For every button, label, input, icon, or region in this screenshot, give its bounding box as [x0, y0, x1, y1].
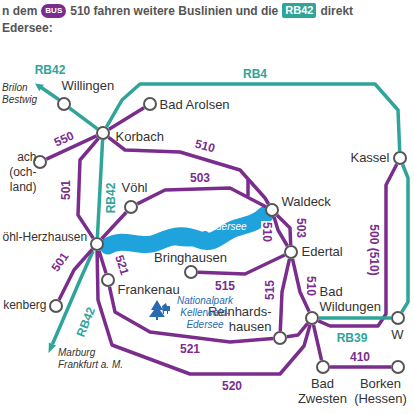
- line-number: RB4: [242, 68, 268, 80]
- station-circle: Reinhards- hausen: [273, 331, 287, 345]
- line-number: 515: [214, 280, 236, 292]
- heading-row: n dem BUS 510 fahren weitere Buslinien und…: [2, 3, 412, 18]
- line-number: 515: [264, 279, 276, 301]
- deer-symbol: [162, 303, 170, 314]
- destination-label: Marburg Frankfurt a. M.: [58, 347, 130, 371]
- station-circle: Willingen: [57, 97, 71, 111]
- bus-line: [97, 251, 310, 374]
- station-name: W: [391, 327, 403, 342]
- line-number: 501: [49, 250, 71, 275]
- line-number: 500 (510): [368, 223, 380, 276]
- line-number: 550: [51, 129, 76, 149]
- station-name: öhl-Herzhausen: [3, 230, 88, 245]
- bus-line: [78, 138, 99, 238]
- station-circle: Korbach: [96, 126, 110, 140]
- station-circle: Bad Zwesten: [316, 360, 330, 374]
- bus-line: [287, 323, 308, 336]
- line-number: 510: [305, 275, 317, 297]
- lake-bay: [150, 236, 205, 244]
- line-number: 520: [221, 380, 243, 392]
- line-number: 501: [60, 179, 72, 201]
- station-circle: Vöhl: [124, 200, 138, 214]
- line-number: RB42: [73, 304, 99, 340]
- line-number: 503: [295, 217, 307, 239]
- bus-line: [99, 251, 106, 274]
- heading-text: direkt: [320, 4, 353, 18]
- station-name: ach (och- land): [3, 150, 37, 195]
- station-name: Waldeck: [282, 194, 331, 209]
- line-number: 521: [179, 343, 201, 355]
- destination-label: Brilon Bestwig: [2, 82, 40, 106]
- station-name: Bad Wildungen: [320, 284, 386, 314]
- station-name: Bad Zwesten: [293, 376, 353, 406]
- bus-line: [314, 325, 322, 360]
- station-circle: ach (och- land): [33, 155, 47, 169]
- station-name: Willingen: [62, 78, 115, 93]
- station-circle: Bad Arolsen: [143, 97, 157, 111]
- station-circle: Bringhausen: [184, 265, 198, 279]
- rail-line: [319, 316, 391, 320]
- station-circle: W: [391, 311, 405, 325]
- station-circle: kenberg: [49, 299, 63, 313]
- station-circle: Bad Wildungen: [305, 311, 319, 325]
- line-badge: RB42: [282, 3, 316, 18]
- rail-line: [402, 165, 408, 313]
- line-number: RB39: [336, 332, 369, 344]
- direction-arrow: [49, 342, 57, 353]
- station-name: Vöhl: [121, 180, 147, 195]
- station-name: kenberg: [3, 298, 46, 313]
- line-number: 410: [349, 351, 371, 363]
- station-circle: Waldeck: [265, 203, 279, 217]
- nationalpark-icon: [149, 300, 170, 320]
- station-circle: Frankenau: [101, 273, 115, 287]
- heading-text: Edersee:: [2, 21, 53, 35]
- line-number: 503: [189, 172, 211, 184]
- line-number: 521: [113, 253, 131, 278]
- bus-line: [280, 259, 289, 331]
- heading-text: n dem: [2, 4, 37, 18]
- rail-line: [107, 84, 400, 151]
- bus-line: [330, 365, 391, 369]
- station-name: Borken (Hessen): [351, 376, 411, 406]
- station-name: Bringhausen: [154, 250, 227, 265]
- line-number: RB42: [34, 63, 67, 77]
- lake-name: Edersee: [209, 221, 246, 233]
- rail-line: [97, 140, 102, 237]
- station-name: Bad Arolsen: [160, 97, 230, 112]
- tree-trunk: [156, 317, 158, 320]
- edersee-lake: [108, 214, 266, 246]
- line-number: RB42: [105, 182, 117, 215]
- station-circle: öhl-Herzhausen: [90, 237, 104, 251]
- station-circle: Borken (Hessen): [391, 360, 405, 374]
- rail-line: [70, 108, 98, 129]
- heading-text: 510 fahren weitere Buslinien und die: [70, 4, 278, 18]
- bus-line: [102, 212, 127, 239]
- rail-continuation: [42, 88, 58, 99]
- line-number: 510: [193, 137, 217, 154]
- line-number: 510: [261, 221, 273, 243]
- bus-line: [274, 217, 287, 246]
- station-name: Korbach: [116, 129, 164, 144]
- station-name: Edertal: [302, 244, 343, 259]
- station-circle: Edertal: [284, 245, 298, 259]
- line-badge: BUS: [41, 4, 66, 18]
- bus-line: [137, 188, 265, 207]
- heading-row: Edersee:: [2, 21, 412, 35]
- station-name: Kassel: [350, 150, 389, 165]
- park-name: Nationalpark Kellerwald- Edersee: [170, 295, 240, 331]
- station-name: Frankenau: [118, 282, 180, 297]
- station-circle: Kassel: [393, 151, 407, 165]
- direction-arrow: [35, 84, 44, 92]
